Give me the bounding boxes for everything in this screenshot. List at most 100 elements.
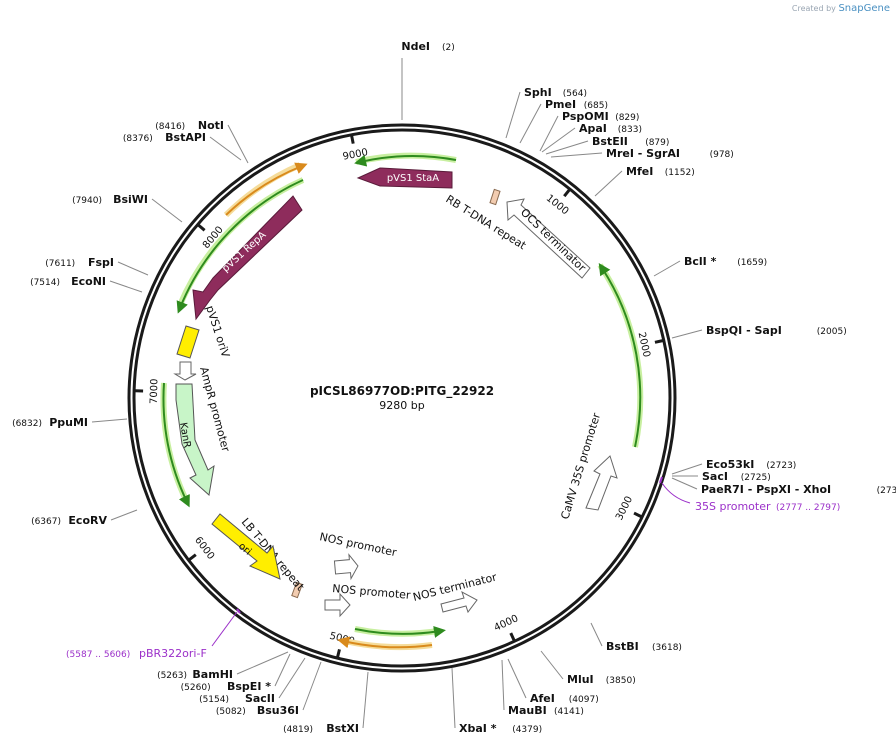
enzyme-position: (5082) [216, 707, 246, 717]
snapgene-brand: Created by SnapGene [792, 3, 890, 14]
feature-ampr-label: AmpR promoter [197, 365, 232, 453]
enzyme-name: MreI - SgrAI [606, 147, 680, 160]
enzyme-site-bsiwi: BsiWI(7940) [72, 193, 183, 223]
enzyme-position: (5263) [157, 671, 187, 681]
enzyme-site-saci: SacI(2725) [672, 470, 771, 483]
enzyme-site-mlui: MluI(3850) [540, 650, 636, 686]
feature-rb-tdna [489, 188, 501, 206]
enzyme-position: (8416) [155, 122, 185, 132]
enzyme-site-afei: AfeI(4097) [507, 658, 599, 705]
enzyme-site-sphi: SphI(564) [505, 86, 587, 139]
tick-mark-1000 [563, 188, 571, 198]
enzyme-site-mfei: MfeI(1152) [594, 165, 695, 197]
enzyme-position: (4379) [512, 725, 542, 735]
enzyme-name: BstXI [326, 722, 359, 735]
enzyme-name: EcoNI [71, 275, 106, 288]
enzyme-position: (1659) [737, 258, 767, 268]
enzyme-site-bcli: BclI *(1659) [653, 255, 767, 277]
enzyme-leader [109, 280, 143, 293]
enzyme-name: PspOMI [562, 110, 609, 123]
enzyme-leader [362, 671, 369, 729]
enzyme-leader [451, 667, 456, 729]
enzyme-name: BstBI [606, 640, 639, 653]
enzyme-site-paer7i: PaeR7I - PspXI - XhoI(2732) [671, 477, 896, 496]
enzyme-site-bstapi: BstAPI(8376) [123, 131, 242, 161]
enzyme-name: Bsu36I [257, 704, 299, 717]
feature-nos-promoter-1: NOS promoter [318, 530, 398, 581]
enzyme-position: (685) [584, 101, 608, 111]
feature-nos-promoter-1-label: NOS promoter [318, 530, 398, 559]
enzyme-leader [110, 509, 138, 521]
brand-prefix: Created by [791, 4, 836, 13]
enzyme-name: EcoRV [68, 514, 107, 527]
orf-bottom-green-line [354, 626, 446, 638]
enzyme-position: (833) [618, 125, 642, 135]
enzyme-leader [671, 477, 698, 490]
enzyme-site-bsu36i: Bsu36I (5082) [216, 661, 322, 717]
enzyme-position: (7611) [45, 259, 75, 269]
enzyme-site-pmei: PmeI(685) [519, 98, 608, 144]
primer-35s-range: (2777 .. 2797) [776, 503, 840, 513]
enzyme-name: BstEII [592, 135, 628, 148]
feature-camv-35s: CaMV 35S promoter [558, 411, 618, 521]
tick-mark-8000 [197, 224, 206, 232]
enzyme-name: NotI [198, 119, 224, 132]
enzyme-name: PpuMI [49, 416, 88, 429]
enzyme-position: (3618) [652, 643, 682, 653]
enzyme-site-apai: ApaI (833) [541, 122, 642, 153]
orf-bottom-orange-line [337, 636, 433, 649]
enzyme-leader [541, 127, 576, 153]
enzyme-name: ApaI [579, 122, 607, 135]
enzyme-name: Eco53kI [706, 458, 754, 471]
enzyme-position: (1152) [665, 168, 695, 178]
enzyme-site-ndei: NdeI(2) [401, 40, 455, 120]
enzyme-name: BamHI [192, 668, 233, 681]
enzyme-position: (978) [710, 150, 734, 160]
primer-35s: 35S promoter (2777 .. 2797) [659, 476, 840, 513]
tick-label-7000: 7000 [149, 378, 161, 404]
enzyme-site-ppumi: PpuMI(6832) [12, 416, 128, 429]
orf-staa-line [354, 154, 457, 167]
enzyme-leader [236, 651, 289, 675]
enzyme-leader [209, 136, 242, 161]
orf-left-green2-line [162, 382, 190, 508]
enzyme-position: (4819) [283, 725, 313, 735]
enzyme-leader [91, 418, 128, 423]
enzyme-position: (8376) [123, 134, 153, 144]
enzyme-name: BsiWI [113, 193, 148, 206]
enzyme-site-sacii: SacII(5154) [199, 657, 306, 705]
enzyme-site-bstxi: BstXI (4819) [283, 671, 369, 735]
enzyme-site-fspi: FspI (7611) [45, 256, 149, 276]
tick-mark-4000 [509, 632, 516, 641]
enzyme-position: (2) [442, 43, 455, 53]
enzyme-leader [505, 91, 521, 139]
enzyme-position: (564) [563, 89, 587, 99]
enzyme-position: (2005) [817, 327, 847, 337]
enzyme-site-bstbi: BstBI (3618) [590, 622, 682, 653]
enzyme-name: SacI [702, 470, 728, 483]
tick-mark-3000 [633, 511, 642, 518]
primer-35s-name: 35S promoter [695, 500, 771, 513]
tick-label-1000: 1000 [544, 193, 571, 218]
enzyme-leader [545, 140, 589, 155]
orf-right [597, 263, 644, 448]
enzyme-leader [117, 261, 149, 276]
tick-mark-9000 [350, 135, 355, 144]
enzyme-site-mrei: MreI - SgrAI (978) [550, 147, 734, 160]
tick-mark-2000 [654, 339, 664, 344]
enzyme-leader [274, 653, 291, 687]
enzyme-position: (3850) [606, 676, 636, 686]
enzyme-leader [519, 103, 542, 144]
enzyme-site-bspei: BspEI *(5260) [181, 653, 291, 693]
feature-pvs1-staa-label: pVS1 StaA [387, 173, 439, 184]
enzyme-name: FspI [88, 256, 114, 269]
enzyme-leader [539, 115, 559, 152]
feature-lb-tdna [291, 581, 303, 599]
enzyme-position: (2723) [766, 461, 796, 471]
enzyme-site-econi: EcoNI(7514) [30, 275, 143, 293]
tick-label-4000: 4000 [492, 613, 520, 634]
enzyme-name: BspEI * [227, 680, 271, 693]
enzyme-leader [501, 659, 505, 711]
enzyme-site-pspomi: PspOMI(829) [539, 110, 639, 152]
